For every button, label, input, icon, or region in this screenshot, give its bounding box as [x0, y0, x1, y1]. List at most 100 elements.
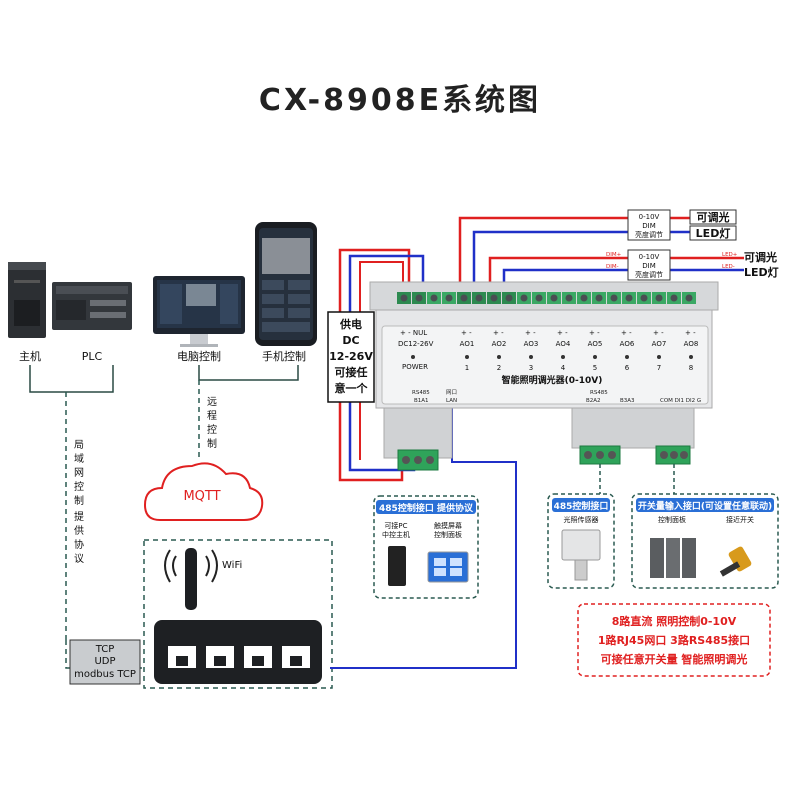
svg-text:接近开关: 接近开关 — [726, 515, 754, 524]
top-terminal-row — [397, 292, 696, 304]
ao1-wire-red — [458, 216, 628, 298]
rs485-1-label: RS485 — [412, 390, 430, 396]
wifi-label: WiFi — [222, 560, 242, 571]
terminal-screw-head — [580, 294, 588, 302]
svg-text:485控制接口 提供协议: 485控制接口 提供协议 — [379, 502, 474, 514]
channel-led — [657, 355, 661, 359]
svg-text:0-10V: 0-10V — [639, 213, 660, 221]
svg-text:局域网控制: 局域网控制 — [74, 439, 84, 507]
plc-label: PLC — [82, 350, 103, 363]
terminal-screw-head — [535, 294, 543, 302]
net-port-label: 网口 — [446, 389, 457, 396]
mqtt-label: MQTT — [183, 489, 220, 504]
svg-text:可接PC: 可接PC — [384, 521, 407, 530]
controller-body — [369, 281, 719, 459]
channel-led — [689, 355, 693, 359]
power-supply-box: 供电 DC 12-26V 可接任 意一个 — [327, 311, 375, 403]
svg-text:0-10V: 0-10V — [639, 253, 660, 261]
lan-control-text: 局域网控制 — [74, 439, 84, 507]
ao-label: AO1 — [460, 340, 475, 348]
svg-text:亮度调节: 亮度调节 — [635, 270, 663, 279]
ao-polarity: + - — [685, 329, 696, 337]
ao-polarity: + - — [493, 329, 504, 337]
terminal-screw-head — [460, 294, 468, 302]
ao-polarity: + - — [525, 329, 536, 337]
light-sensor-box: 485控制接口 光照传感器 — [547, 493, 615, 589]
b2a2-label: B2A2 — [586, 398, 601, 404]
channel-led — [625, 355, 629, 359]
channel-led — [529, 355, 533, 359]
rs485-1-terminal — [397, 449, 439, 471]
ao-label: AO7 — [652, 340, 667, 348]
channel-led — [561, 355, 565, 359]
host-label: 主机 — [19, 349, 41, 363]
svg-text:触摸屏幕: 触摸屏幕 — [434, 521, 462, 530]
page-title: CX-8908E系统图 — [259, 83, 541, 118]
terminal-screw-head — [640, 294, 648, 302]
ao-label: AO3 — [524, 340, 539, 348]
ao-polarity: + - — [653, 329, 664, 337]
terminal-screw-head — [610, 294, 618, 302]
protocol-udp: UDP — [94, 656, 115, 667]
remote-control-text: 远程控制 — [207, 396, 217, 450]
feature-3: 可接任意开关量 智能照明调光 — [601, 652, 748, 666]
dimmer-module-2: 0-10V DIM 亮度调节 — [627, 249, 671, 281]
dimmer1-led-label: LED灯 — [696, 226, 731, 240]
ao1-wire-blue — [472, 230, 628, 298]
terminal-screw-head — [565, 294, 573, 302]
feature-1: 8路直流 照明控制0-10V — [612, 614, 737, 628]
led-plus-label: LED+ — [722, 252, 738, 258]
controller-name: 智能照明调光器(0-10V) — [502, 374, 603, 386]
ao-label: AO4 — [556, 340, 571, 348]
svg-text:供电: 供电 — [339, 317, 362, 331]
svg-text:12-26V: 12-26V — [329, 350, 373, 363]
dimmer-module-1: 0-10V DIM 亮度调节 — [627, 209, 671, 241]
terminal-screw-head — [550, 294, 558, 302]
channel-led — [465, 355, 469, 359]
feature-2: 1路RJ45网口 3路RS485接口 — [598, 633, 750, 647]
switch-input-box: 开关量输入接口(可设置任意联动) 控制面板 接近开关 — [631, 493, 779, 589]
rs485-interface-box: 485控制接口 提供协议 可接PC 中控主机 触摸屏幕 控制面板 — [373, 495, 479, 599]
terminal-screw-head — [430, 294, 438, 302]
terminal-screw-head — [625, 294, 633, 302]
protocol-modbus: modbus TCP — [74, 669, 136, 680]
power-led-label: POWER — [402, 363, 428, 371]
host-device — [8, 262, 46, 338]
ao-label: AO5 — [588, 340, 603, 348]
channel-number: 4 — [561, 364, 566, 372]
svg-text:远程控制: 远程控制 — [207, 396, 217, 450]
ao-polarity: + - — [589, 329, 600, 337]
channel-number: 7 — [657, 364, 661, 372]
features-box: 8路直流 照明控制0-10V 1路RJ45网口 3路RS485接口 可接任意开关… — [577, 603, 771, 677]
power-led — [411, 355, 415, 359]
svg-text:控制面板: 控制面板 — [434, 530, 462, 539]
svg-text:DIM: DIM — [642, 262, 656, 270]
ao-polarity: + - — [461, 329, 472, 337]
pc-monitor — [153, 276, 245, 347]
svg-text:提供协议: 提供协议 — [74, 511, 84, 565]
protocol-box: TCP UDP modbus TCP — [69, 639, 141, 685]
svg-text:DC: DC — [342, 334, 359, 347]
ao-polarity: + - — [621, 329, 632, 337]
terminal-screw-head — [655, 294, 663, 302]
power-terminal-label: DC12-26V — [398, 340, 434, 348]
top-terminal-labels: + - NUL — [400, 329, 427, 337]
terminal-screw-head — [670, 294, 678, 302]
svg-text:DIM: DIM — [642, 222, 656, 230]
channel-led — [593, 355, 597, 359]
terminal-screw-head — [415, 294, 423, 302]
b1a1-label: B1A1 — [414, 398, 429, 404]
svg-text:开关量输入接口(可设置任意联动): 开关量输入接口(可设置任意联动) — [638, 500, 772, 512]
dimmer2-led-label: LED灯 — [744, 265, 779, 279]
channel-number: 1 — [465, 364, 469, 372]
ao-label: AO8 — [684, 340, 699, 348]
phone-device — [255, 222, 317, 346]
lan-label: LAN — [446, 398, 457, 404]
dimmer2-output-label: 可调光 — [744, 250, 777, 264]
channel-led — [497, 355, 501, 359]
channel-number: 6 — [625, 364, 630, 372]
terminal-screw-head — [505, 294, 513, 302]
terminal-screw-head — [595, 294, 603, 302]
channel-number: 8 — [689, 364, 693, 372]
